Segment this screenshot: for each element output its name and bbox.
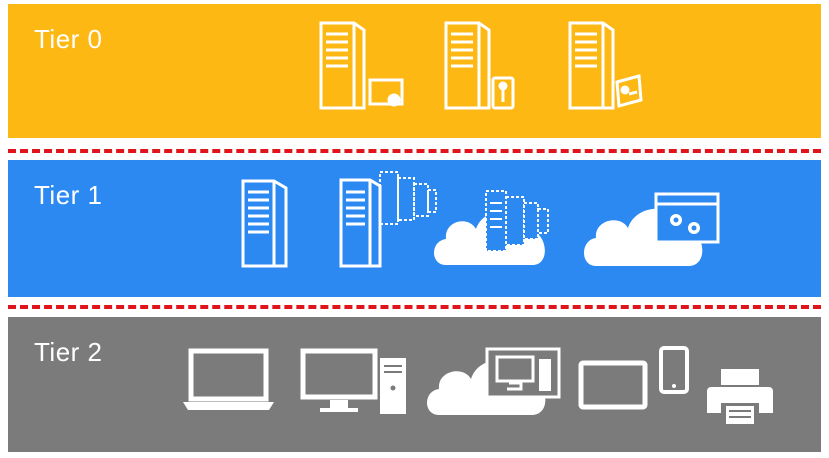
server-icon: [241, 179, 288, 268]
laptop-icon: [183, 348, 274, 410]
printer-icon: [707, 369, 773, 426]
server-key-icon: [444, 21, 515, 110]
tier-divider-2: [8, 305, 821, 309]
desktop-tower-icon: [300, 348, 406, 414]
phone-icon: [659, 346, 689, 394]
server-certificate-icon: [319, 21, 404, 110]
cloud-server-farm-icon: [434, 190, 549, 265]
tier-divider-1: [8, 149, 821, 153]
tier-1-label: Tier 1: [34, 180, 103, 210]
tier-0-label: Tier 0: [34, 24, 103, 54]
tier-0-band: Tier 0: [8, 4, 821, 138]
server-identity-icon: [568, 21, 643, 110]
tier-2-label: Tier 2: [34, 337, 103, 367]
tablet-icon: [578, 360, 648, 410]
cloud-desktop-icon: [427, 347, 561, 415]
server-farm-icon: [339, 171, 437, 268]
tier-2-band: Tier 2: [8, 317, 821, 452]
cloud-app-icon: [584, 192, 720, 266]
